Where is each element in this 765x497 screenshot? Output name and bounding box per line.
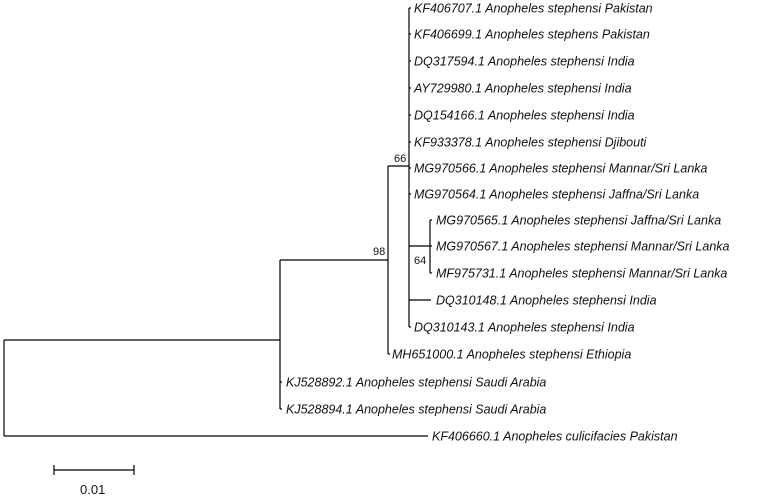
taxon-label: DQ310148.1 Anopheles stephensi India: [436, 294, 657, 308]
bootstrap-value: 66: [394, 153, 406, 165]
taxon-label: KJ528892.1 Anopheles stephensi Saudi Ara…: [286, 376, 546, 390]
taxon-labels: KF406707.1 Anopheles stephensi Pakistan …: [286, 2, 730, 444]
scale-bar-label: 0.01: [80, 482, 105, 497]
taxon-label: MG970567.1 Anopheles stephensi Mannar/Sr…: [436, 240, 730, 254]
taxon-label: KJ528894.1 Anopheles stephensi Saudi Ara…: [286, 403, 546, 417]
taxon-label: KF406660.1 Anopheles culicifacies Pakist…: [432, 430, 678, 444]
taxon-label: DQ317594.1 Anopheles stephensi India: [414, 55, 635, 69]
taxon-label: DQ310143.1 Anopheles stephensi India: [414, 321, 635, 335]
taxon-label: KF406707.1 Anopheles stephensi Pakistan: [414, 2, 653, 16]
taxon-label: MH651000.1 Anopheles stephensi Ethiopia: [392, 348, 631, 362]
taxon-label: DQ154166.1 Anopheles stephensi India: [414, 109, 635, 123]
taxon-label: KF933378.1 Anopheles stephensi Djibouti: [414, 136, 648, 150]
taxon-label: KF406699.1 Anopheles stephens Pakistan: [414, 28, 650, 42]
scale-bar: 0.01: [53, 465, 135, 497]
taxon-label: MG970565.1 Anopheles stephensi Jaffna/Sr…: [436, 214, 721, 228]
taxon-label: MF975731.1 Anopheles stephensi Mannar/Sr…: [436, 267, 727, 281]
taxon-label: MG970564.1 Anopheles stephensi Jaffna/Sr…: [414, 188, 699, 202]
bootstrap-value: 64: [414, 255, 426, 267]
taxon-label: MG970566.1 Anopheles stephensi Mannar/Sr…: [414, 162, 708, 176]
taxon-label: AY729980.1 Anopheles stephensi India: [413, 82, 632, 96]
bootstrap-values: 98 66 64: [373, 153, 426, 267]
tree-branches: [3, 7, 432, 437]
bootstrap-value: 98: [373, 246, 385, 258]
